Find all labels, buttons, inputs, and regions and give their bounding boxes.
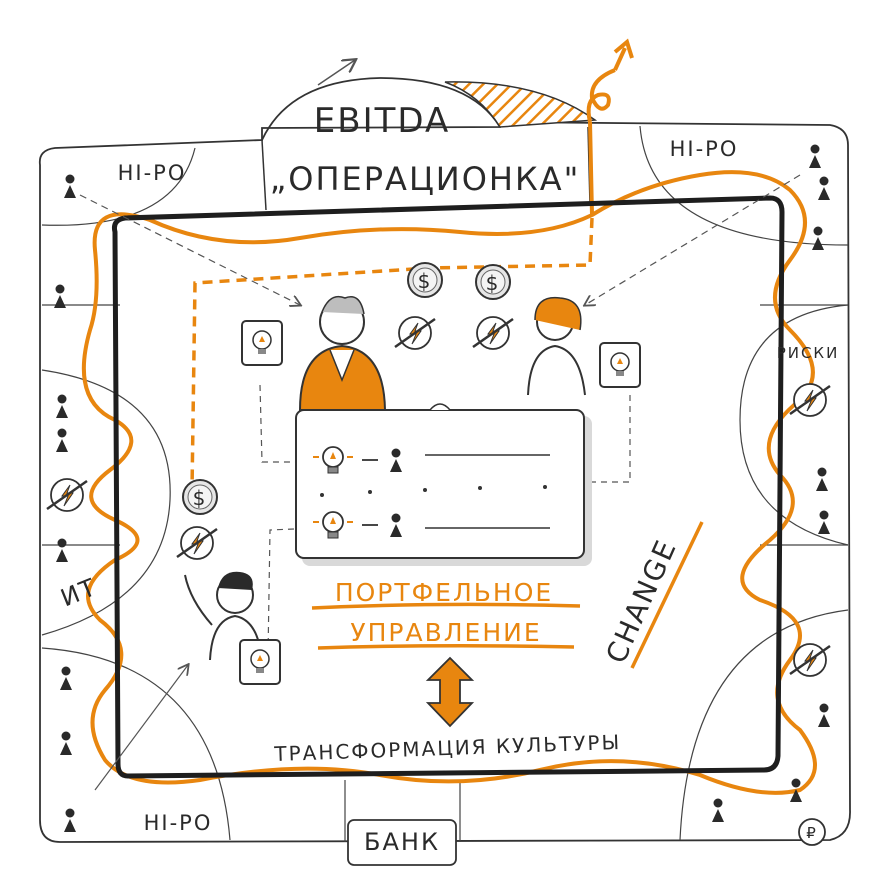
risks-label: РИСКИ — [777, 344, 840, 362]
corner-arc-bottom-right — [679, 609, 849, 841]
portfolio-label-line2: УПРАВЛЕНИЕ — [350, 618, 541, 647]
portfolio-board — [295, 409, 585, 559]
hipo-label-top-left: HI-PO — [118, 161, 187, 185]
corner-arc-top-left — [41, 147, 196, 226]
ruble-symbol: ₽ — [806, 824, 818, 842]
hipo-label-top-right: HI-PO — [670, 137, 739, 161]
ebitda-label: EBITDA — [314, 101, 450, 141]
bank-label: БАНК — [364, 828, 440, 856]
orange-double-arrow — [425, 656, 475, 728]
orange-up-arrow — [613, 47, 627, 71]
bank-box — [347, 819, 457, 866]
dollar-symbol: $ — [486, 271, 501, 295]
operations-label: „ОПЕРАЦИОНКА" — [270, 160, 581, 198]
dashed-arrow-from-hipo-left — [79, 194, 300, 305]
portfolio-label-line1: ПОРТФЕЛЬНОЕ — [335, 578, 553, 607]
arc-left-it — [41, 369, 171, 636]
ruble-icon — [798, 818, 826, 846]
dashed-arrow-from-hipo-right — [585, 174, 801, 305]
lightbulb-icon — [599, 342, 641, 388]
arrow-from-hipo-bottom — [94, 665, 188, 791]
growth-arrow-top — [317, 60, 355, 86]
dollar-symbol: $ — [418, 269, 433, 293]
person-woman — [527, 296, 586, 396]
lightbulb-icon — [239, 639, 281, 685]
corner-arc-bottom-left — [41, 647, 231, 841]
arc-right-risks — [739, 304, 849, 546]
ebitda-hatched-area — [444, 81, 598, 128]
orange-spiral — [586, 68, 616, 123]
lightbulb-icon — [241, 320, 283, 366]
person-manager-orange-cape — [298, 295, 387, 411]
hipo-label-bottom-left: HI-PO — [144, 811, 213, 835]
dollar-symbol: $ — [193, 486, 208, 510]
ebitda-dome — [261, 77, 501, 141]
inner-frame — [112, 195, 785, 779]
